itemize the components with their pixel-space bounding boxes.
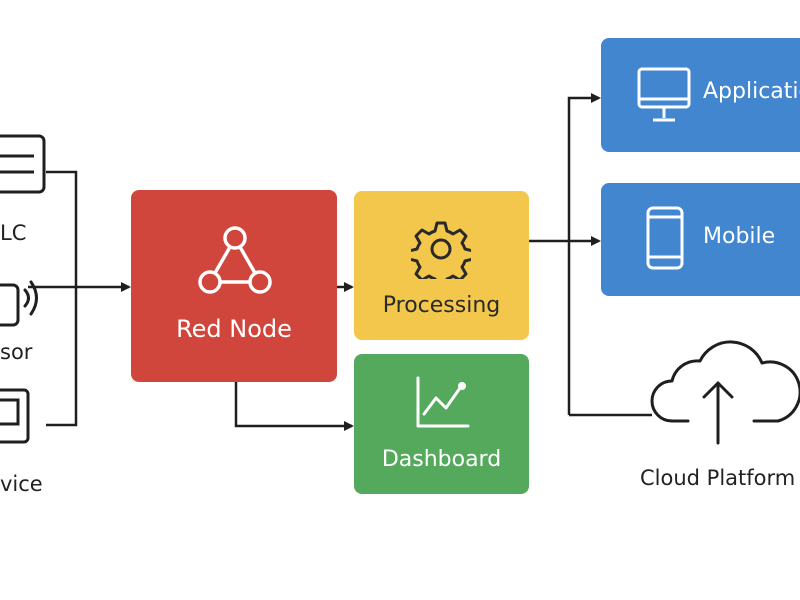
mobile-box: Mobile <box>601 183 800 296</box>
mobile-label: Mobile <box>703 224 776 249</box>
sensor-icon <box>0 280 38 327</box>
monitor-icon <box>637 67 691 122</box>
line-chart-icon <box>416 376 470 428</box>
source-label-device: vice <box>0 472 43 496</box>
application-box: Application <box>601 38 800 152</box>
edge-red-dashboard <box>234 382 354 431</box>
application-label: Application <box>703 79 800 104</box>
smartphone-icon <box>646 206 684 270</box>
device-icon <box>0 388 30 444</box>
source-label-plc: LC <box>0 221 27 245</box>
plc-icon <box>0 134 46 194</box>
edge-device <box>46 287 78 427</box>
processing-box: Processing <box>354 191 529 340</box>
gear-icon <box>411 221 471 279</box>
red-node-box: Red Node <box>131 190 337 382</box>
cloud-platform-label: Cloud Platform <box>640 466 796 490</box>
network-nodes-icon <box>198 226 272 294</box>
dashboard-label: Dashboard <box>381 447 502 472</box>
edge-plc <box>46 170 78 287</box>
red-node-label: Red Node <box>176 315 292 343</box>
dashboard-box: Dashboard <box>354 354 529 494</box>
source-label-sensor: sor <box>0 340 33 364</box>
edge-bus-application <box>567 93 601 415</box>
processing-label: Processing <box>382 293 501 318</box>
cloud-upload-icon <box>650 340 800 445</box>
